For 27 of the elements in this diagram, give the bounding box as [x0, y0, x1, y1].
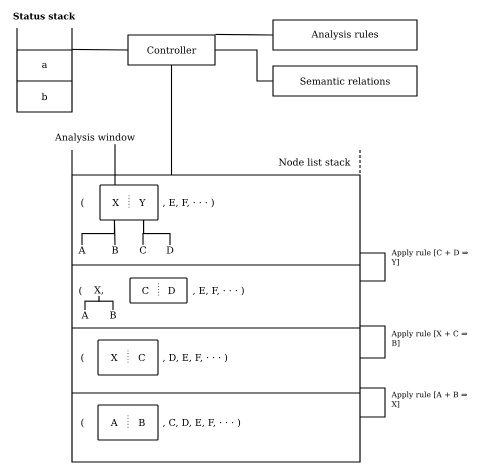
- process-box: Semantic relations: [272, 65, 418, 97]
- node-text: Analysis window: [54, 133, 135, 143]
- node-text: D: [166, 246, 174, 254]
- node-text: B: [110, 312, 116, 318]
- node-text: X,: [94, 286, 103, 295]
- connector-line: [170, 66, 172, 174]
- process-box: Controller: [127, 34, 216, 66]
- node-label: Status stack: [14, 12, 76, 20]
- node-text: A: [82, 312, 89, 318]
- node-label: Node list stack: [278, 158, 351, 166]
- node-text: C: [140, 246, 146, 254]
- connector-line: [72, 48, 128, 51]
- window-box: X C: [97, 339, 159, 376]
- connector-line: [216, 49, 272, 82]
- tree-line: [143, 220, 171, 245]
- window-box: C D: [129, 277, 188, 304]
- window-box: X Y: [99, 184, 159, 221]
- process-box: b: [16, 80, 73, 113]
- tree-line: [114, 220, 116, 245]
- tree-line: [98, 296, 114, 310]
- connector-line: [216, 34, 272, 36]
- node-text: A: [78, 246, 86, 254]
- window-box: A B: [97, 404, 159, 441]
- process-box: a: [16, 49, 73, 82]
- node-text: B: [112, 246, 118, 254]
- leader-line: [114, 144, 116, 184]
- process-box: Analysis rules: [272, 19, 418, 51]
